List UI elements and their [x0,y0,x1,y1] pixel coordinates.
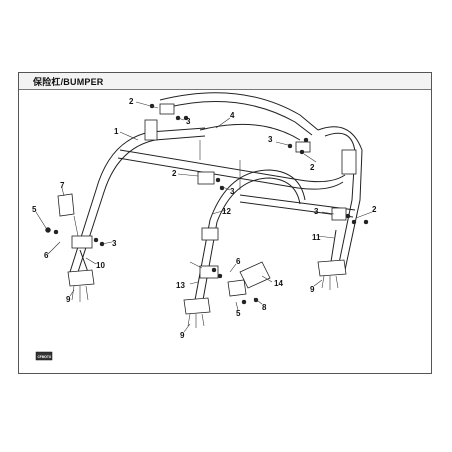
callout-labels: 1 2 2 2 2 3 3 3 3 3 4 5 5 6 6 7 8 9 9 9 … [32,97,377,340]
base-mount-center [183,297,211,315]
callout-9a: 9 [66,295,71,304]
leader-lines [35,101,373,333]
mount-plate-right [341,149,357,175]
callout-11: 11 [312,233,321,242]
callout-14: 14 [274,279,283,288]
clamp-mid-center [201,227,219,241]
callout-7: 7 [60,181,65,190]
callout-1: 1 [114,127,119,136]
callout-10: 10 [96,261,105,270]
plate-part-7 [57,193,75,217]
callout-13: 13 [176,281,185,290]
callout-3a: 3 [186,117,191,126]
clamp-brackets [71,103,357,279]
base-mount-left [67,269,95,287]
clamp-right [331,207,347,221]
callout-2d: 2 [372,205,377,214]
callout-12: 12 [222,207,231,216]
callout-3e: 3 [112,239,117,248]
mount-plate-left [144,119,158,141]
callout-2a: 2 [129,97,134,106]
section-title: 保险杠/BUMPER [33,77,104,87]
callout-2c: 2 [172,169,177,178]
logo-text: CFMOTO [38,355,52,359]
callout-3b: 3 [268,135,273,144]
base-mounts [67,259,347,328]
callout-4: 4 [230,111,235,120]
diagram-frame: 保险杠/BUMPER [18,72,432,374]
clamp-top-left [159,103,175,115]
callout-3c: 3 [230,187,235,196]
section-header: 保险杠/BUMPER [19,73,431,90]
callout-6a: 6 [44,251,49,260]
bracket-part-6-lower [227,279,247,297]
callout-5b: 5 [236,309,241,318]
callout-6b: 6 [236,257,241,266]
callout-3d: 3 [314,207,319,216]
clamp-lower-center [199,265,219,279]
callout-2b: 2 [310,163,315,172]
callout-5a: 5 [32,205,37,214]
callout-9b: 9 [180,331,185,340]
clamp-left [71,235,93,249]
callout-8: 8 [262,303,267,312]
plate-part-14 [239,261,271,289]
accessory-plates [57,193,271,297]
callout-9c: 9 [310,285,315,294]
logo-badge [35,351,53,361]
base-mount-right [317,259,347,277]
clamp-center [197,171,215,185]
brand-logo: CFMOTO [35,351,53,361]
